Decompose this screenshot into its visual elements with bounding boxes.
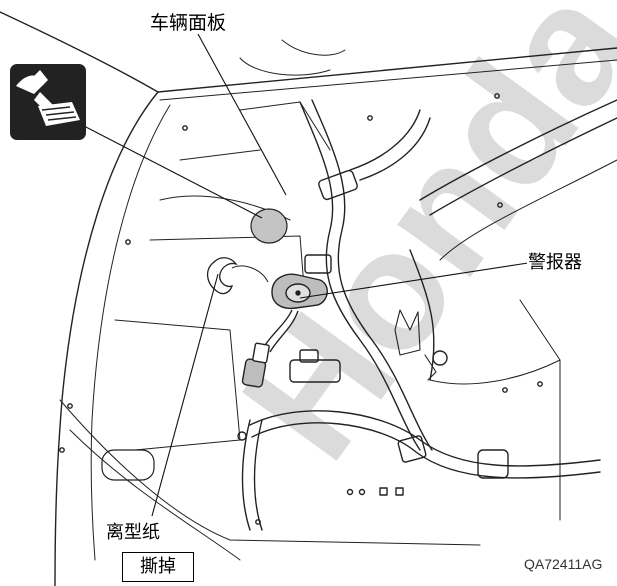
quarter-window	[419, 99, 617, 201]
label-alarm: 警报器	[527, 248, 583, 274]
leader-vehicle-panel	[197, 33, 287, 196]
label-release-liner: 离型纸	[106, 522, 160, 543]
leader-icon	[83, 125, 263, 219]
hand-applying-adhesive-icon	[10, 64, 86, 140]
mounting-location-circle	[250, 208, 288, 244]
roof-trim-line	[0, 11, 617, 93]
leader-alarm	[299, 262, 529, 299]
roof-trim-line-inner	[159, 59, 617, 101]
pillar-edge	[54, 91, 159, 586]
figure-code: QA72411AG	[524, 556, 603, 572]
wire-harness	[299, 101, 421, 451]
leader-release-liner	[151, 273, 219, 517]
label-vehicle-panel: 车辆面板	[150, 12, 227, 34]
label-peel-off-box: 撕掉	[122, 552, 194, 582]
release-liner	[207, 257, 238, 295]
